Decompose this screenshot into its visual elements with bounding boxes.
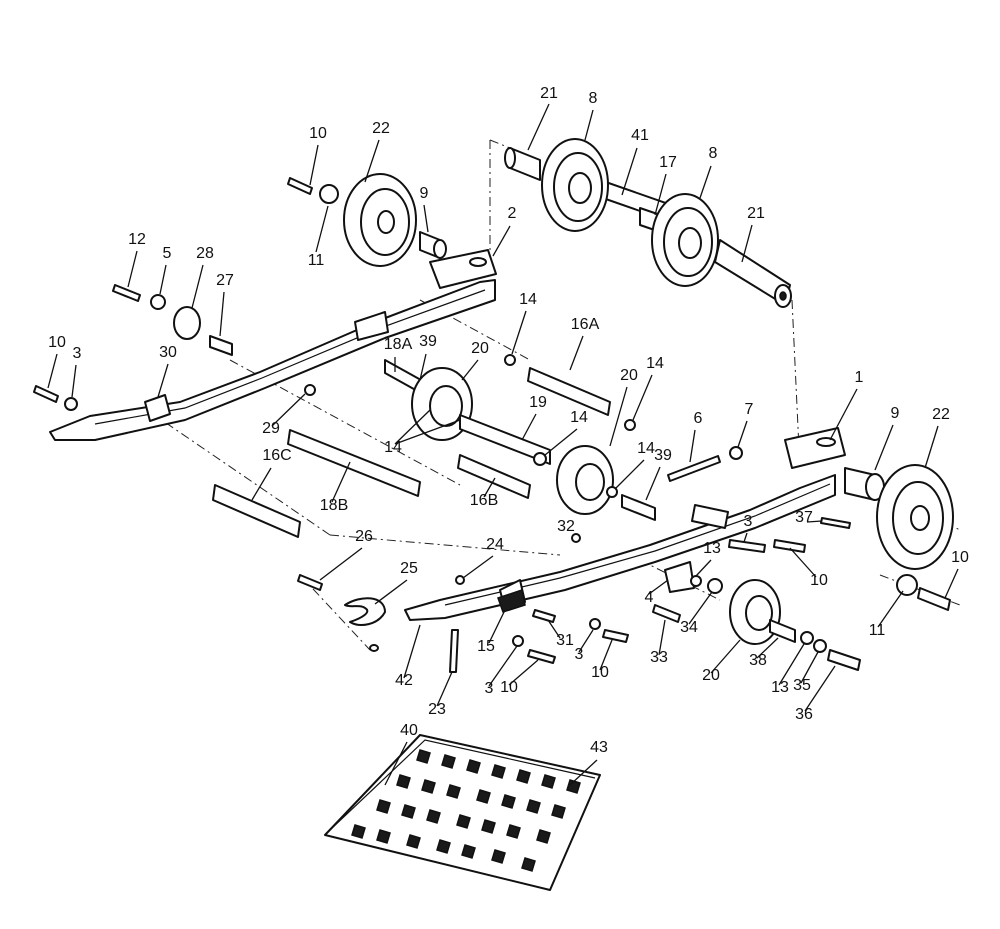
upper-wheel-group	[287, 173, 447, 267]
callout-label: 14	[637, 440, 655, 457]
callout-label: 10	[500, 679, 518, 696]
callout-label: 42	[395, 672, 413, 689]
callout-label: 31	[556, 632, 574, 649]
callout-label: 11	[308, 252, 325, 269]
callout-label: 39	[654, 447, 672, 464]
callout-label: 40	[400, 722, 418, 739]
lower-shafts	[212, 384, 421, 538]
callout-label: 10	[951, 549, 969, 566]
callout-label: 21	[747, 205, 765, 222]
callout-label: 10	[48, 334, 66, 351]
callout-label: 7	[745, 401, 754, 418]
callout-label: 13	[771, 679, 789, 696]
front-hardware	[297, 574, 526, 673]
callout-label: 3	[575, 646, 584, 663]
callout-label: 36	[795, 706, 813, 723]
callout-label: 28	[196, 245, 214, 262]
mid-shafts-and-wheels	[384, 354, 656, 521]
callout-label: 26	[355, 528, 373, 545]
left-rear-hardware	[33, 284, 233, 411]
bogie-wheel-20-right	[556, 445, 614, 515]
callout-label: 39	[419, 333, 437, 350]
callout-label: 8	[709, 145, 718, 162]
callout-label: 23	[428, 701, 446, 718]
callout-label: 30	[159, 344, 177, 361]
callout-label: 5	[163, 245, 172, 262]
rear-axle-assembly	[504, 138, 792, 308]
callout-label: 32	[557, 518, 575, 535]
callout-label: 21	[540, 85, 558, 102]
callout-label: 34	[680, 619, 698, 636]
callout-label: 20	[620, 367, 638, 384]
callout-label: 20	[471, 340, 489, 357]
leader-lines	[47, 103, 959, 786]
callout-label: 25	[400, 560, 418, 577]
callout-label: 16B	[470, 492, 498, 509]
callout-label: 11	[869, 622, 886, 639]
idler-wheel-8-upper	[541, 138, 609, 232]
callout-label: 8	[589, 90, 598, 107]
callout-label: 16C	[262, 447, 291, 464]
callout-label: 3	[485, 680, 494, 697]
callout-label: 27	[216, 272, 234, 289]
callout-label: 10	[810, 572, 828, 589]
callout-label: 9	[891, 405, 900, 422]
callout-label: 3	[744, 513, 753, 530]
callout-label: 41	[631, 127, 649, 144]
callout-label: 33	[650, 649, 668, 666]
callout-label: 24	[486, 536, 504, 553]
callout-label: 16A	[571, 316, 600, 333]
callout-label: 20	[702, 667, 720, 684]
callout-label: 38	[749, 652, 767, 669]
callout-label: 4	[645, 589, 654, 606]
callout-label: 15	[477, 638, 495, 655]
callout-label: 22	[932, 406, 950, 423]
callout-label: 22	[372, 120, 390, 137]
bogie-wheel-20-left	[411, 367, 473, 441]
callout-label: 18A	[384, 336, 413, 353]
right-rail-hardware	[512, 539, 861, 671]
track-cleats	[351, 749, 581, 872]
callout-label: 14	[519, 291, 537, 308]
right-wheel-group	[844, 464, 954, 611]
left-slide-rail	[49, 249, 497, 441]
callout-label: 29	[262, 420, 280, 437]
idler-wheel-8-lower	[651, 193, 719, 287]
callout-label: 14	[384, 439, 402, 456]
callout-label: 2	[508, 205, 517, 222]
callout-label: 35	[793, 677, 811, 694]
right-slide-rail	[404, 427, 851, 621]
callout-label: 10	[309, 125, 327, 142]
callout-label: 9	[420, 185, 429, 202]
callout-label: 17	[659, 154, 677, 171]
callout-label: 12	[128, 231, 146, 248]
callout-label: 43	[590, 739, 608, 756]
callout-label: 18B	[320, 497, 348, 514]
callout-label: 13	[703, 540, 721, 557]
bogie-wheel-20-lower	[729, 579, 781, 645]
idler-wheel-22-right	[876, 464, 954, 570]
callout-label: 37	[795, 509, 813, 526]
callout-label: 14	[646, 355, 664, 372]
callout-label: 6	[694, 410, 703, 427]
callout-label: 1	[855, 369, 864, 386]
track-belt	[324, 734, 601, 891]
callout-label: 19	[529, 394, 547, 411]
callout-label: 14	[570, 409, 588, 426]
callout-label: 10	[591, 664, 609, 681]
callout-label: 3	[73, 345, 82, 362]
